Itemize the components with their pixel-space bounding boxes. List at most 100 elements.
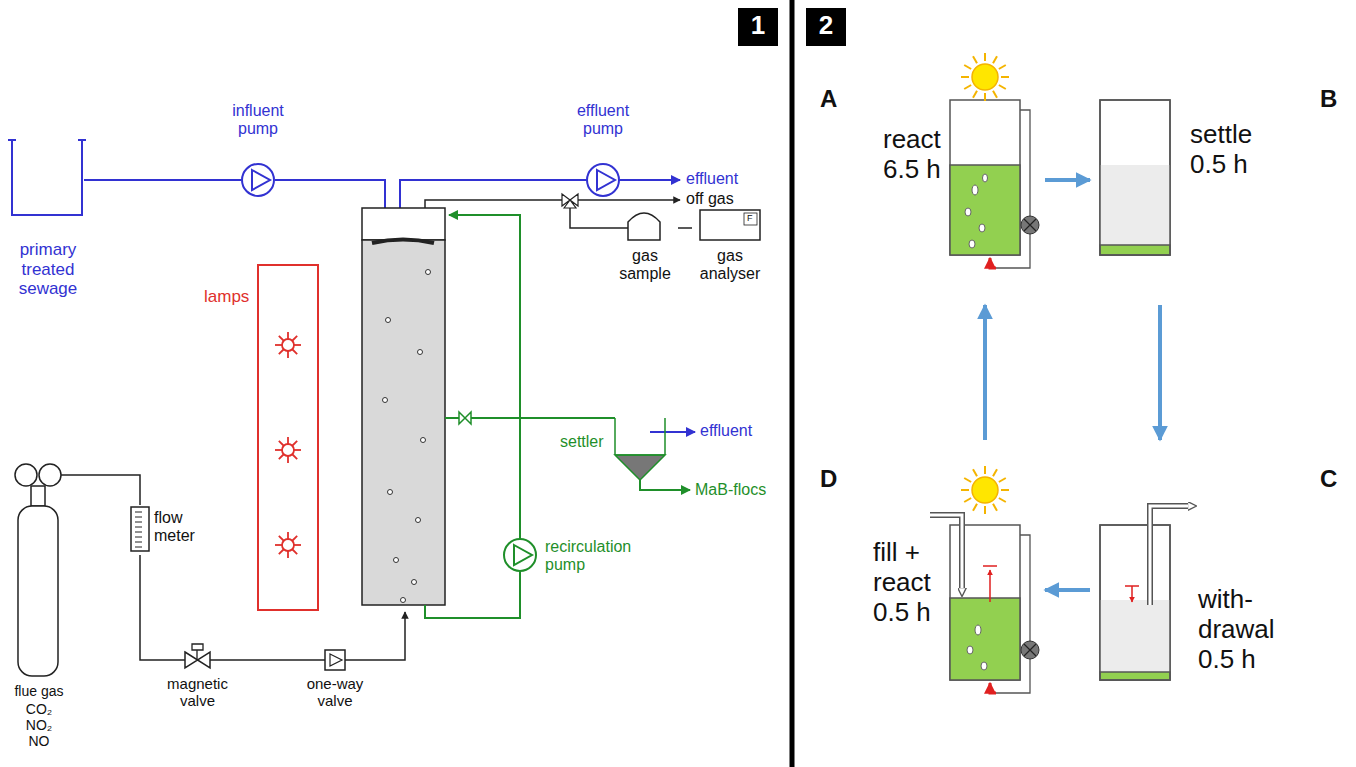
- illustration-part: [981, 662, 987, 670]
- part-label: NO: [8, 733, 70, 749]
- sun-ray: [999, 65, 1006, 69]
- lamp-ray: [275, 344, 282, 346]
- lamp-ray: [287, 456, 289, 463]
- sun-ray: [984, 506, 986, 514]
- pump: recirculation pump: [500, 530, 652, 590]
- cycle-step: Bsettle 0.5 h: [1090, 55, 1348, 305]
- valve-symbol: [459, 412, 471, 424]
- illustration-part: [386, 318, 391, 323]
- lamp-ray: [292, 536, 297, 541]
- illustration-part: [975, 625, 981, 635]
- lamp-bulb: [282, 339, 294, 351]
- pump: influent pump: [222, 100, 294, 200]
- part-label: primary treated sewage: [12, 240, 84, 299]
- recirculation-loop: [996, 110, 1030, 693]
- illustration-part: [1100, 245, 1170, 255]
- lamp-symbol: [275, 332, 301, 558]
- scale-tick: [135, 542, 142, 543]
- sewage-tank: [8, 140, 86, 215]
- illustration-part: [449, 215, 520, 539]
- three-way-valve: [562, 194, 578, 208]
- part-label: settler: [560, 433, 612, 451]
- lamp-ray: [279, 441, 284, 446]
- sun-ray: [993, 91, 997, 98]
- fill-pipe: [930, 515, 962, 592]
- part-label: NO₂: [8, 717, 70, 733]
- sun-disc: [972, 477, 998, 503]
- illustration-part: [587, 164, 619, 196]
- part-label: CO₂: [8, 701, 70, 717]
- connector-arrow: [1045, 588, 1090, 592]
- illustration-part: [972, 185, 978, 195]
- connector-arrow: [70, 475, 140, 505]
- lamp-ray: [275, 449, 282, 451]
- illustration-part: [950, 598, 1020, 680]
- sun-ray: [973, 91, 977, 98]
- illustration-part: [370, 612, 405, 660]
- withdrawal-pipe: [1150, 506, 1192, 605]
- flow-arrow: [990, 683, 996, 693]
- solenoid: [192, 644, 203, 660]
- sun-symbol: [961, 53, 1009, 514]
- part-label: lamps: [204, 287, 256, 307]
- gas-cylinder: [15, 464, 61, 676]
- sun-ray: [993, 504, 997, 511]
- sun-ray: [984, 53, 986, 61]
- scale-tick: [135, 522, 142, 523]
- illustration-part: [383, 398, 388, 403]
- lamp-panel: [258, 265, 318, 610]
- lamp-ray: [279, 336, 284, 341]
- gas-sample: gas sample: [612, 205, 678, 290]
- lamp-ray: [279, 549, 284, 554]
- sun-ray: [984, 466, 986, 474]
- part-label: gas analyser: [692, 247, 768, 284]
- gas-analyser-box: [700, 210, 760, 240]
- part-label: flue gas: [8, 683, 70, 699]
- part-label: flow meter: [154, 509, 216, 546]
- illustration-part: [1100, 165, 1170, 245]
- illustration-part: [401, 598, 406, 603]
- illustration-part: [394, 558, 399, 563]
- floating-layer: [372, 240, 434, 244]
- panel-number: 2: [806, 8, 846, 46]
- sun-ray: [973, 469, 977, 476]
- step-letter: A: [820, 85, 850, 113]
- sun-ray: [961, 76, 969, 78]
- illustration-part: [996, 110, 1030, 268]
- illustration-part: [426, 270, 431, 275]
- valve: one-way valve: [300, 645, 370, 715]
- lamp-ray: [287, 551, 289, 558]
- scale-tick: [135, 512, 142, 513]
- connector-arrow: [1045, 178, 1090, 182]
- lamp-panel: lamps: [200, 265, 320, 610]
- illustration-part: [967, 646, 973, 654]
- phase-label: settle 0.5 h: [1190, 120, 1280, 180]
- illustration-part: [418, 350, 423, 355]
- illustration-part: [18, 506, 58, 676]
- part-label: gas sample: [612, 247, 678, 284]
- part-label: magnetic valve: [160, 675, 235, 710]
- pump: effluent pump: [567, 100, 639, 200]
- level-arrow: [1125, 586, 1139, 602]
- pump-symbol: [504, 539, 536, 571]
- sun-ray: [973, 56, 977, 63]
- illustration-part: [1100, 100, 1170, 255]
- sun-ray: [999, 478, 1006, 482]
- flue-gas-pipes: [61, 475, 405, 660]
- connector-arrow: [84, 179, 222, 181]
- lamp-ray: [275, 544, 282, 546]
- reactor-vessels: [950, 100, 1170, 680]
- lamp-ray: [287, 351, 289, 358]
- lamp-ray: [294, 344, 301, 346]
- illustration-part: [650, 431, 695, 433]
- connector-arrow: [140, 555, 160, 660]
- illustration-part: [996, 535, 1030, 693]
- illustration-part: [412, 580, 417, 585]
- lamp-bulb: [282, 539, 294, 551]
- sun-ray: [1001, 489, 1009, 491]
- flow-label: off gas: [686, 190, 734, 208]
- settler-cone: [615, 455, 665, 480]
- part-label: recirculation pump: [545, 538, 652, 575]
- cycle-step: Dfill + react 0.5 h: [815, 440, 1045, 690]
